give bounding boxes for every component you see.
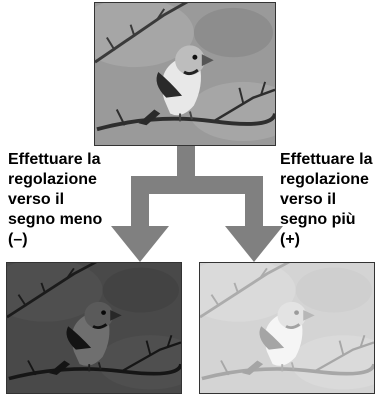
photo-lighter	[199, 262, 375, 394]
caption-minus-line: segno meno	[8, 211, 103, 228]
caption-minus-line: (–)	[8, 231, 28, 248]
caption-minus-line: verso il	[8, 191, 65, 208]
caption-plus-line: regolazione	[280, 171, 369, 188]
caption-plus-line: (+)	[280, 231, 300, 248]
caption-plus-line: verso il	[280, 191, 337, 208]
photo-normal	[94, 2, 276, 146]
caption-minus-line: Effettuare la	[8, 151, 101, 168]
arrow-stem	[177, 146, 195, 182]
arrow-left-shaft	[131, 176, 149, 228]
arrow-left-head	[111, 226, 169, 262]
photo-darker	[6, 262, 182, 394]
caption-plus-line: Effettuare la	[280, 151, 373, 168]
caption-minus-line: regolazione	[8, 171, 97, 188]
caption-plus: Effettuare la regolazione verso il segno…	[280, 150, 372, 250]
caption-minus: Effettuare la regolazione verso il segno…	[8, 150, 102, 250]
arrow-right-head	[225, 226, 283, 262]
caption-plus-line: segno più	[280, 211, 356, 228]
arrow-right-shaft	[245, 176, 263, 228]
arrow-branch-bar	[131, 176, 263, 194]
